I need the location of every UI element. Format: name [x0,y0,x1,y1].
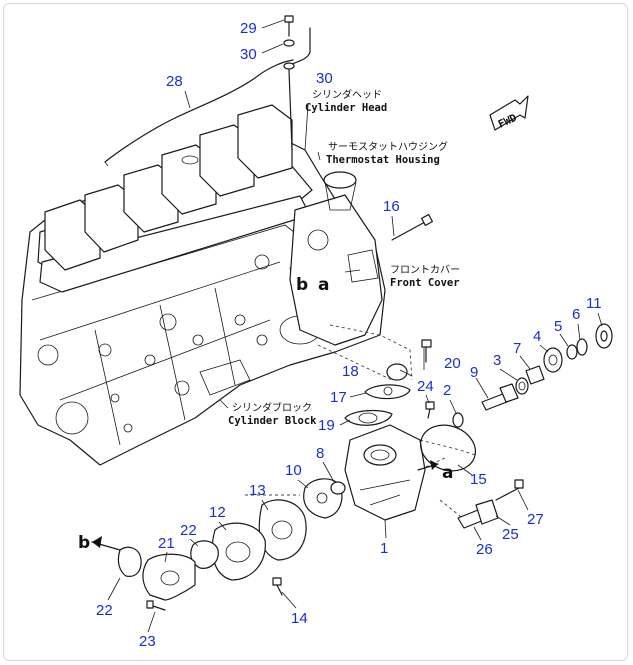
bolt-16 [391,213,434,241]
label-front-cover-en: Front Cover [390,277,460,289]
callout-14: 14 [291,610,308,627]
callout-22-top: 22 [180,522,197,539]
callout-6: 6 [572,306,580,323]
gasket-15 [420,424,476,472]
ref-a-top: a [318,275,329,295]
callout-18: 18 [342,363,359,380]
callout-21: 21 [158,535,175,552]
pump-body-1 [344,424,426,521]
gasket-13 [258,499,307,561]
callout-10: 10 [285,462,302,479]
shaft-assembly [425,323,613,428]
bolt-20 [421,339,432,363]
o-ring-18 [386,363,408,381]
front-cover [289,171,383,346]
callout-8: 8 [316,445,324,462]
callout-26: 26 [476,541,493,558]
callout-19: 19 [318,417,335,434]
callout-17: 17 [330,389,347,406]
callout-15: 15 [470,471,487,488]
gasket-22-left [117,546,142,577]
callout-30-a: 30 [240,46,257,63]
ref-b-left: b [78,533,90,553]
valve-covers [44,104,293,271]
bolt-23 [146,600,166,611]
callout-30-b: 30 [316,70,333,87]
bolt-24 [425,401,435,419]
callout-leaders [107,19,603,633]
callout-3: 3 [493,352,501,369]
elbow-21 [142,553,196,601]
arrow-a [417,460,439,471]
cover-17 [364,384,411,400]
shaft-9 [481,383,519,411]
callout-2: 2 [443,382,451,399]
callout-5: 5 [554,318,562,335]
ring-5 [566,344,578,360]
callout-11: 11 [586,295,602,312]
callout-4: 4 [533,328,541,345]
callout-25: 25 [502,526,519,543]
label-cylinder-head-jp: シリンダヘッド [312,88,382,101]
callout-27: 27 [527,511,544,528]
callout-13: 13 [249,482,266,499]
label-thermostat-jp: サーモスタットハウジング [328,140,448,153]
callouts: 29 30 30 28 16 18 20 17 19 24 2 9 3 7 4 … [96,20,602,650]
label-thermostat-en: Thermostat Housing [326,154,440,166]
bearing-3 [515,377,529,395]
callout-23: 23 [139,633,156,650]
connector-26 [457,499,499,529]
callout-20: 20 [444,355,461,372]
bolt-29 [283,15,311,151]
cylinder-head [37,15,313,293]
cap-11 [595,323,613,349]
gasket-19 [344,409,393,426]
spacer-7 [525,365,545,385]
bolt-14 [272,577,283,596]
bolt-27 [495,479,524,501]
callout-28: 28 [166,73,183,90]
label-front-cover-jp: フロントカバー [390,264,460,276]
label-cylinder-head-en: Cylinder Head [305,102,387,114]
seal-2 [452,412,464,428]
label-cylinder-block-jp: シリンダブロック [232,401,312,414]
callout-24: 24 [417,378,434,395]
callout-29: 29 [240,20,257,37]
ref-b-top: b [296,275,308,295]
callout-1: 1 [380,540,388,557]
callout-12: 12 [209,504,226,521]
snap-ring-6 [576,338,588,356]
callout-16: 16 [383,198,400,215]
fuel-line [104,59,294,163]
ref-a-right: a [442,463,453,483]
callout-7: 7 [513,340,521,357]
fwd-indicator: FWD [489,95,529,131]
plate-12 [211,522,266,581]
label-cylinder-block-en: Cylinder Block [228,415,317,427]
bearing-4 [543,347,563,373]
callout-22-bottom: 22 [96,602,113,619]
seal-8 [330,481,346,495]
arrow-b [91,536,121,551]
callout-9: 9 [470,364,478,381]
